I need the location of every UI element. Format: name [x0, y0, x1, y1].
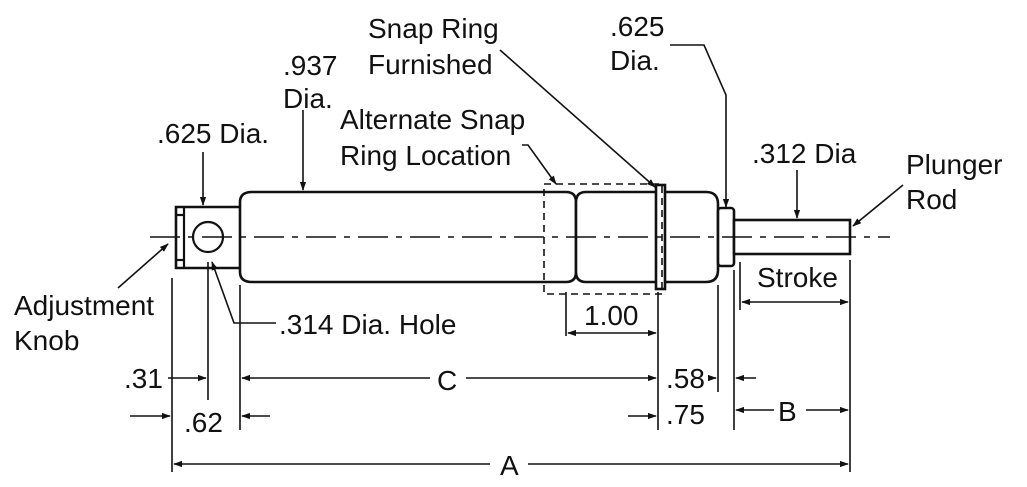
label-625-dia-right-2: Dia. — [610, 45, 660, 76]
label-314-dia-hole: .314 Dia. Hole — [279, 309, 456, 340]
label-dim-1-00: 1.00 — [584, 300, 639, 331]
label-dim-31: .31 — [124, 363, 163, 394]
label-dim-a: A — [500, 450, 519, 481]
main-cylinder — [238, 190, 578, 284]
callout-leaders — [117, 44, 904, 324]
extension-lines — [171, 260, 851, 472]
label-dim-c: C — [437, 365, 457, 396]
label-adjustment-1: Adjustment — [14, 290, 154, 321]
label-snap-ring-furnished-2: Furnished — [368, 49, 493, 80]
label-adjustment-2: Knob — [14, 325, 79, 356]
label-937-dia-1: .937 — [283, 50, 338, 81]
label-plunger-1: Plunger — [906, 149, 1003, 180]
dimension-lines — [130, 298, 849, 468]
labels: Snap Ring Furnished .625 Dia. .937 Dia. … — [14, 11, 1003, 481]
label-alternate-snap-1: Alternate Snap — [340, 104, 525, 135]
label-plunger-2: Rod — [906, 184, 957, 215]
alternate-snap-ring-location-box — [543, 183, 663, 295]
label-stroke: Stroke — [757, 262, 838, 293]
label-312-dia: .312 Dia — [752, 138, 857, 169]
label-dim-62: .62 — [184, 407, 223, 438]
label-dim-75: .75 — [666, 399, 705, 430]
label-625-dia-left: .625 Dia. — [157, 118, 269, 149]
label-625-dia-right-1: .625 — [610, 11, 665, 42]
label-dim-58: .58 — [666, 363, 705, 394]
label-937-dia-2: Dia. — [283, 83, 333, 114]
label-alternate-snap-2: Ring Location — [340, 140, 511, 171]
label-snap-ring-furnished-1: Snap Ring — [368, 13, 499, 44]
label-dim-b: B — [778, 396, 797, 427]
